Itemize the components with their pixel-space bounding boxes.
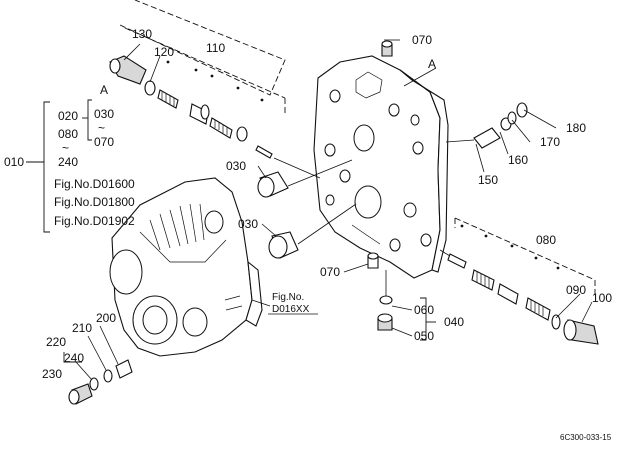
- fitting-200: [115, 359, 133, 379]
- leader-lines: [75, 39, 593, 381]
- plug-130: [109, 55, 147, 85]
- label-050: 050: [414, 329, 434, 343]
- label-tilde-2: ~: [62, 141, 69, 155]
- bushing-030-upper: [257, 171, 289, 198]
- label-030-a: 030: [226, 159, 246, 173]
- label-130: 130: [132, 27, 152, 41]
- label-fig-d01600: Fig.No.D01600: [54, 177, 135, 191]
- axis-lines: [273, 139, 475, 296]
- o-ring-060: [379, 295, 393, 305]
- pin-080: [447, 253, 467, 269]
- valve-body-port-9: [410, 114, 420, 126]
- label-030-b: 030: [238, 217, 258, 231]
- plug-100: [563, 319, 599, 345]
- spring-110a: [157, 89, 179, 109]
- label-200: 200: [96, 311, 116, 325]
- label-080-side: 080: [58, 127, 78, 141]
- label-100: 100: [592, 291, 612, 305]
- valve-spool-110: [189, 103, 210, 125]
- label-fig-d01902: Fig.No.D01902: [54, 214, 135, 228]
- spring-110b: [209, 117, 233, 139]
- label-150: 150: [478, 173, 498, 187]
- transmission-case: [109, 177, 263, 357]
- bracket-220: [63, 352, 82, 363]
- label-060: 060: [414, 303, 434, 317]
- plug-050: [377, 313, 393, 331]
- label-020: 020: [58, 109, 78, 123]
- label-040: 040: [444, 315, 464, 329]
- label-070-mid: 070: [320, 265, 340, 279]
- label-210: 210: [72, 321, 92, 335]
- plug-180: [516, 102, 528, 118]
- o-ring-120: [144, 80, 156, 96]
- valve-body-bore-2: [354, 185, 382, 219]
- valve-body-port-1: [329, 89, 341, 103]
- label-230: 230: [42, 367, 62, 381]
- label-a-top: A: [428, 57, 436, 71]
- o-ring-090: [551, 314, 561, 330]
- pin-110: [255, 145, 273, 159]
- valve-body-port-4: [388, 103, 400, 117]
- drawing-code: 6C300-033-15: [560, 433, 612, 442]
- label-tilde-1: ~: [98, 121, 105, 135]
- plug-070-top: [381, 40, 393, 57]
- label-a-side: A: [100, 83, 108, 97]
- label-160: 160: [508, 153, 528, 167]
- fitting-150: [473, 127, 501, 149]
- valve-body-port-8: [325, 194, 335, 206]
- label-240-side: 240: [58, 155, 78, 169]
- group-080-outline: [454, 217, 596, 296]
- case-bore-left: [109, 249, 143, 295]
- bracket-040: [420, 297, 436, 341]
- label-090: 090: [566, 283, 586, 297]
- label-120: 120: [154, 45, 174, 59]
- valve-body-port-3: [339, 169, 351, 183]
- label-fig-d01800: Fig.No.D01800: [54, 195, 135, 209]
- dot-markers-080: [460, 224, 560, 270]
- valve-body-port-5: [412, 141, 424, 155]
- label-030-side: 030: [94, 107, 114, 121]
- case-bore-inner: [142, 305, 168, 335]
- bracket-010: [26, 101, 50, 233]
- label-220: 220: [46, 335, 66, 349]
- dot-markers-110: [166, 60, 264, 102]
- label-240: 240: [64, 351, 84, 365]
- spool-080: [497, 283, 519, 305]
- label-070-top: 070: [412, 33, 432, 47]
- valve-body-port-7: [389, 238, 401, 252]
- washer-110: [236, 126, 248, 142]
- label-010: 010: [4, 155, 24, 169]
- bushing-030-lower: [268, 231, 299, 259]
- case-bore-top: [204, 210, 224, 234]
- valve-body-port-10: [420, 233, 432, 247]
- bracket-a: [82, 99, 92, 141]
- case-bore-right: [182, 307, 208, 337]
- label-fig-ref-1: Fig.No.: [272, 292, 304, 303]
- label-080: 080: [536, 233, 556, 247]
- valve-body-bore-1: [353, 124, 375, 152]
- valve-body-port-2: [324, 143, 336, 157]
- valve-body: [313, 55, 449, 279]
- label-070-side: 070: [94, 135, 114, 149]
- valve-body-port-6: [403, 202, 417, 218]
- o-ring-170: [507, 111, 517, 125]
- label-170: 170: [540, 135, 560, 149]
- plug-230: [68, 383, 93, 405]
- group-110-outline: [119, 0, 286, 116]
- label-180: 180: [566, 121, 586, 135]
- label-fig-ref-2: D016XX: [272, 304, 310, 315]
- spring-080a: [471, 269, 495, 291]
- label-110: 110: [206, 41, 225, 55]
- spring-080b: [525, 297, 551, 321]
- o-ring-240: [89, 377, 99, 391]
- plug-070-mid: [367, 252, 379, 269]
- washer-210: [103, 369, 113, 383]
